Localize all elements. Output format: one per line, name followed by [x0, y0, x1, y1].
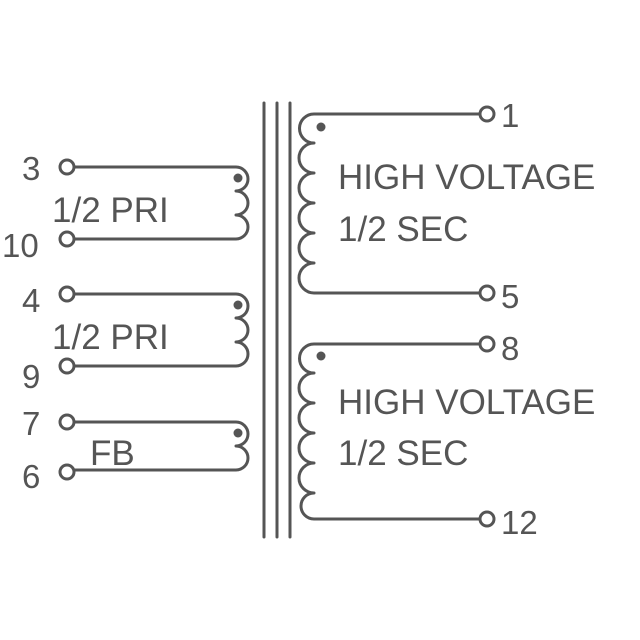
pin-4-terminal[interactable] [58, 285, 76, 303]
pin-10-label: 10 [2, 227, 39, 264]
winding-primary-a-wire [72, 165, 250, 241]
primary-a-label: 1/2 PRI [52, 191, 169, 230]
primary-b-label: 1/2 PRI [52, 318, 169, 357]
polarity-dot [316, 122, 326, 132]
winding-primary-a: 3 10 1/2 PRI [2, 150, 250, 264]
pin-3-label: 3 [22, 150, 40, 187]
secondary-a-label-line1: HIGH VOLTAGE [338, 158, 595, 197]
winding-feedback: 7 6 FB [22, 405, 250, 495]
winding-primary-b: 4 9 1/2 PRI [22, 282, 250, 395]
winding-secondary-b-wire [297, 342, 482, 521]
pin-8-terminal[interactable] [478, 335, 496, 353]
transformer-core [262, 101, 292, 539]
winding-primary-b-wire [72, 292, 250, 368]
secondary-b-label-line2: 1/2 SEC [338, 434, 468, 473]
winding-secondary-a: 1 5 HIGH VOLTAGE 1/2 SEC [297, 97, 595, 315]
pin-4-label: 4 [22, 282, 40, 319]
winding-feedback-wire [72, 420, 250, 472]
pin-1-terminal[interactable] [478, 105, 496, 123]
polarity-dot [233, 300, 243, 310]
pin-9-terminal[interactable] [58, 357, 76, 375]
pin-6-terminal[interactable] [58, 463, 76, 481]
pin-10-terminal[interactable] [58, 230, 76, 248]
polarity-dot [233, 173, 243, 183]
feedback-label: FB [90, 434, 135, 473]
secondary-b-label-line1: HIGH VOLTAGE [338, 383, 595, 422]
pin-1-label: 1 [501, 97, 519, 134]
pin-5-label: 5 [501, 278, 519, 315]
pin-7-terminal[interactable] [58, 413, 76, 431]
pin-6-label: 6 [22, 458, 40, 495]
pin-8-label: 8 [501, 330, 519, 367]
pin-3-terminal[interactable] [58, 158, 76, 176]
polarity-dot [233, 428, 243, 438]
pin-5-terminal[interactable] [478, 284, 496, 302]
secondary-a-label-line2: 1/2 SEC [338, 210, 468, 249]
pin-12-label: 12 [501, 504, 538, 541]
winding-secondary-b: 8 12 HIGH VOLTAGE 1/2 SEC [297, 330, 595, 541]
pin-12-terminal[interactable] [478, 510, 496, 528]
polarity-dot [316, 351, 326, 361]
winding-secondary-a-wire [297, 112, 482, 295]
pin-7-label: 7 [22, 405, 40, 442]
pin-9-label: 9 [22, 358, 40, 395]
